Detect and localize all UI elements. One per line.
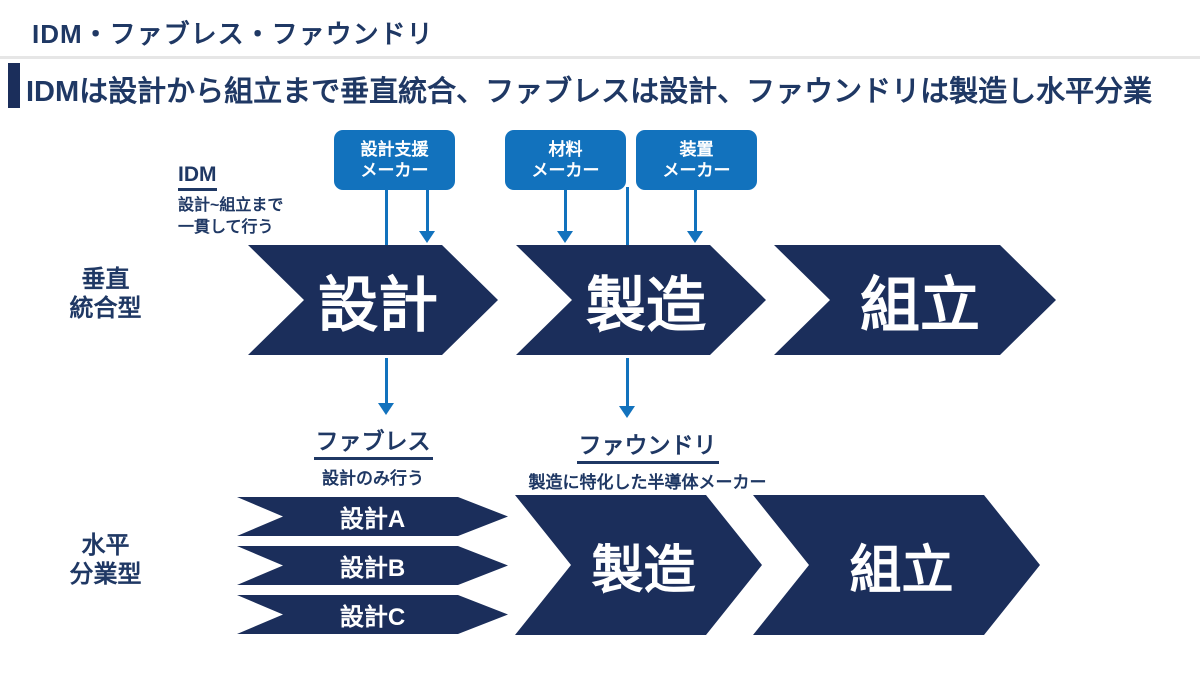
title-divider [0, 56, 1200, 59]
supplier-label-line1: 装置 [679, 139, 714, 159]
idm-annotation: IDM 設計~組立まで 一貫して行う [178, 163, 283, 240]
foundry-name: ファウンドリ [576, 426, 719, 464]
idm-desc-line2: 一貫して行う [178, 219, 274, 237]
supplier-label-line2: メーカー [662, 161, 731, 180]
fabless-annotation: ファブレス 設計のみ行う [288, 422, 458, 489]
chevron-label: 組立 [860, 271, 980, 339]
down-arrow-icon [687, 190, 704, 243]
headline-accent-bar [8, 63, 20, 108]
connector-line-foundry [626, 187, 629, 246]
supplier-box-design-support: 設計支援 メーカー [334, 130, 455, 190]
down-arrow-icon [378, 358, 395, 415]
foundry-desc: 製造に特化した半導体メーカー [528, 473, 767, 492]
down-arrow-icon [419, 190, 436, 243]
chevron-label: 製造 [591, 541, 696, 600]
foundry-annotation: ファウンドリ 製造に特化した半導体メーカー [505, 426, 790, 493]
supplier-label-line2: メーカー [360, 161, 429, 180]
supplier-label-line1: 材料 [548, 139, 583, 159]
chevron-assembly: 組立 [774, 245, 1056, 355]
down-arrow-icon [619, 358, 636, 418]
chevron-label: 組立 [849, 541, 954, 600]
chevron-design-a: 設計A [237, 497, 508, 536]
chevron-assembly-bottom: 組立 [753, 495, 1040, 635]
row-label-horizontal: 水平 分業型 [48, 532, 163, 590]
chevron-manufacture-bottom: 製造 [515, 495, 762, 635]
fabless-desc: 設計のみ行う [322, 469, 424, 488]
supplier-box-equipment: 装置 メーカー [636, 130, 757, 190]
chevron-label: 設計B [339, 555, 406, 582]
fabless-name: ファブレス [313, 422, 433, 460]
row-label-line2: 統合型 [69, 294, 142, 322]
chevron-label: 製造 [586, 271, 706, 339]
idm-name: IDM [178, 163, 217, 191]
supplier-box-material: 材料 メーカー [505, 130, 626, 190]
page-title: IDM・ファブレス・ファウンドリ [32, 19, 434, 49]
chevron-manufacture: 製造 [516, 245, 766, 355]
supplier-label-line2: メーカー [531, 161, 600, 180]
chevron-design-c: 設計C [237, 595, 508, 634]
chevron-design: 設計 [248, 245, 498, 355]
row-label-line2: 分業型 [69, 560, 142, 588]
connector-line-design-support [385, 190, 388, 246]
chevron-label: 設計 [318, 271, 438, 339]
chevron-label: 設計A [339, 506, 406, 533]
down-arrow-icon [557, 190, 574, 243]
headline: IDMは設計から組立まで垂直統合、ファブレスは設計、ファウンドリは製造し水平分業 [26, 76, 1153, 108]
supplier-label-line1: 設計支援 [360, 139, 429, 159]
row-label-line1: 垂直 [81, 266, 130, 293]
chevron-design-b: 設計B [237, 546, 508, 585]
row-label-vertical: 垂直 統合型 [48, 266, 163, 324]
chevron-label: 設計C [339, 604, 406, 631]
row-label-line1: 水平 [81, 532, 130, 559]
idm-desc-line1: 設計~組立まで [178, 197, 284, 214]
